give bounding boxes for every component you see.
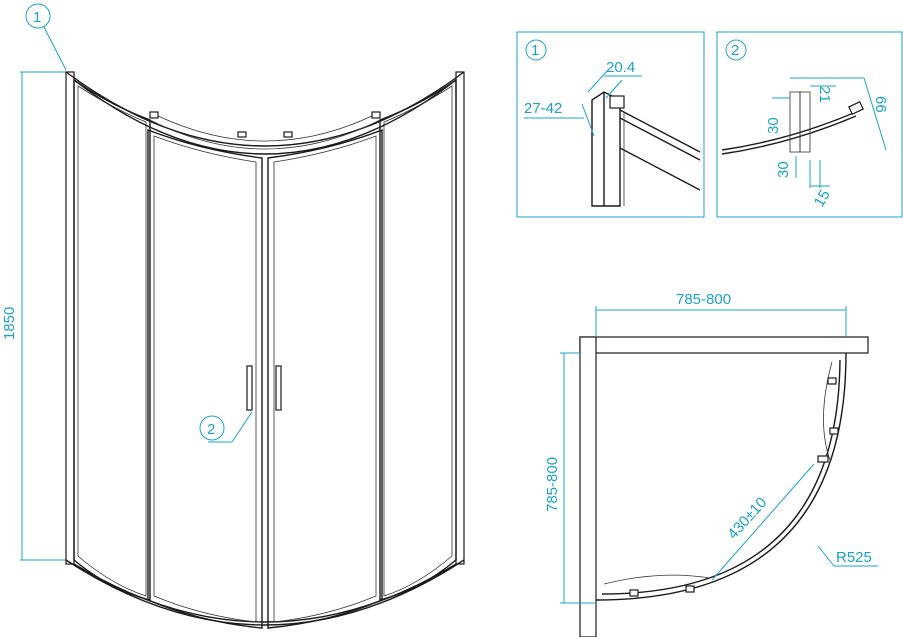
detail-2-box: 2 66 21 30 30 15 xyxy=(716,31,903,218)
plan-fitting-3 xyxy=(817,455,829,463)
dim-30a-label: 30 xyxy=(765,117,782,134)
detail-2-handle-b xyxy=(799,91,811,153)
plan-curve-inner xyxy=(601,359,841,595)
plan-fitting-4 xyxy=(685,585,695,593)
plan-dim-opening-line xyxy=(711,463,815,581)
detail-1-rail-mid xyxy=(619,117,701,161)
plan-door-arc-a xyxy=(823,361,833,461)
detail-2-handle-a xyxy=(789,91,801,153)
dim-30b-label: 30 xyxy=(775,161,792,178)
plan-dim-opening-label: 430±10 xyxy=(724,494,770,542)
left-fixed-glass xyxy=(73,78,151,601)
plan-door-arc-b xyxy=(603,574,711,585)
detail-1-profile xyxy=(591,91,621,207)
dim-15-label: 15 xyxy=(811,187,834,210)
right-door-handle xyxy=(275,365,282,411)
plan-dim-side-label: 785-800 xyxy=(544,457,561,512)
detail-1-insert xyxy=(609,95,625,109)
plan-view: 785-800 785-800 430±10 R525 xyxy=(544,291,878,637)
right-glass-inner xyxy=(383,85,453,597)
right-door-glass xyxy=(273,135,377,623)
detail-1-rail-top xyxy=(619,109,701,153)
detail-2-callout-circle xyxy=(725,39,747,61)
plan-curve-outer xyxy=(595,352,847,601)
roller-3 xyxy=(283,131,293,138)
roller-1 xyxy=(149,111,159,119)
dim-27-42-label: 27-42 xyxy=(524,100,562,117)
bottom-rail-inner xyxy=(73,563,457,623)
dim-20-4-label: 20.4 xyxy=(606,59,635,76)
detail-2-door-curve-2 xyxy=(721,115,857,155)
plan-fitting-2 xyxy=(829,427,839,435)
callout-1-label: 1 xyxy=(33,9,41,26)
plan-fitting-1 xyxy=(827,377,837,385)
front-elevation: 1850 1 2 xyxy=(1,3,465,629)
right-frame-post xyxy=(455,71,465,565)
callout-2-circle xyxy=(199,415,225,441)
plan-radius-label: R525 xyxy=(836,549,872,566)
dim-20-4-ext-a xyxy=(587,69,609,93)
left-frame-post xyxy=(65,71,75,565)
detail-2-frame xyxy=(716,31,903,218)
plan-wall-back xyxy=(579,336,869,354)
bottom-rail-outer xyxy=(65,559,465,626)
callout-2-leader xyxy=(231,411,253,443)
dim-27-42-line xyxy=(581,103,595,137)
roller-4 xyxy=(371,111,381,119)
dim-66-line xyxy=(863,77,887,151)
top-rail-track-2 xyxy=(149,119,381,150)
plan-dim-top-label: 785-800 xyxy=(676,291,731,308)
roller-2 xyxy=(237,131,247,138)
detail-1-box: 1 20.4 27-42 xyxy=(516,31,705,218)
right-fixed-glass xyxy=(379,78,457,601)
left-sliding-door xyxy=(147,128,263,629)
callout-2-label: 2 xyxy=(207,421,215,438)
plan-wall-side xyxy=(579,336,597,637)
right-sliding-door xyxy=(267,128,383,629)
callout-1-leader xyxy=(43,26,67,71)
left-glass-inner xyxy=(77,85,147,597)
detail-1-callout-circle xyxy=(525,39,547,61)
top-rail-track xyxy=(149,111,381,142)
detail-1-callout-label: 1 xyxy=(531,42,539,59)
top-rail-inner xyxy=(73,79,457,155)
height-label: 1850 xyxy=(1,307,18,340)
plan-radius-leader xyxy=(817,545,835,567)
detail-1-frame xyxy=(516,31,705,218)
left-door-glass xyxy=(153,135,257,623)
dim-21-label: 21 xyxy=(816,86,833,103)
top-rail-outer xyxy=(65,71,465,147)
detail-2-seal xyxy=(848,101,864,115)
dim-66-label: 66 xyxy=(872,96,889,113)
plan-fitting-5 xyxy=(629,589,639,597)
left-door-handle xyxy=(246,365,253,411)
callout-1-circle xyxy=(25,3,51,29)
detail-2-callout-label: 2 xyxy=(731,42,739,59)
dim-20-4-ext-b xyxy=(605,79,623,99)
detail-2-door-curve xyxy=(721,111,857,151)
detail-1-rail-bottom xyxy=(619,147,701,191)
